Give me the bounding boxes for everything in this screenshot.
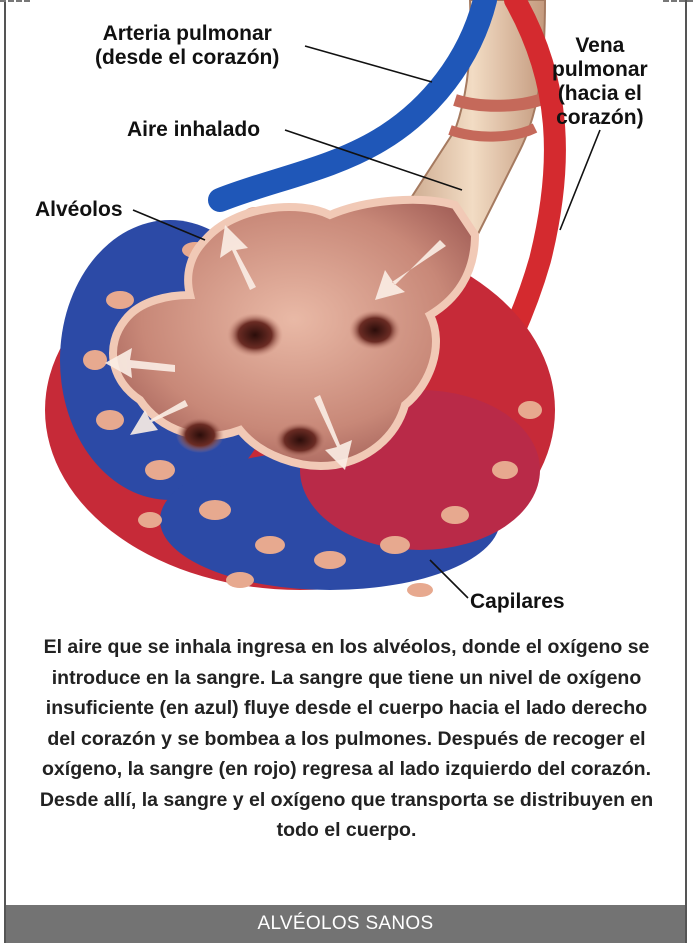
label-alveolos: Alvéolos bbox=[35, 198, 123, 222]
description-text: El aire que se inhala ingresa en los alv… bbox=[38, 632, 655, 846]
label-vena-pulmonar: Vena pulmonar (hacia el corazón) bbox=[552, 34, 648, 130]
figure-title-bar: ALVÉOLOS SANOS bbox=[6, 905, 685, 943]
label-arteria-pulmonar: Arteria pulmonar (desde el corazón) bbox=[95, 22, 279, 70]
label-aire-inhalado: Aire inhalado bbox=[127, 118, 260, 142]
label-capilares: Capilares bbox=[470, 590, 565, 614]
